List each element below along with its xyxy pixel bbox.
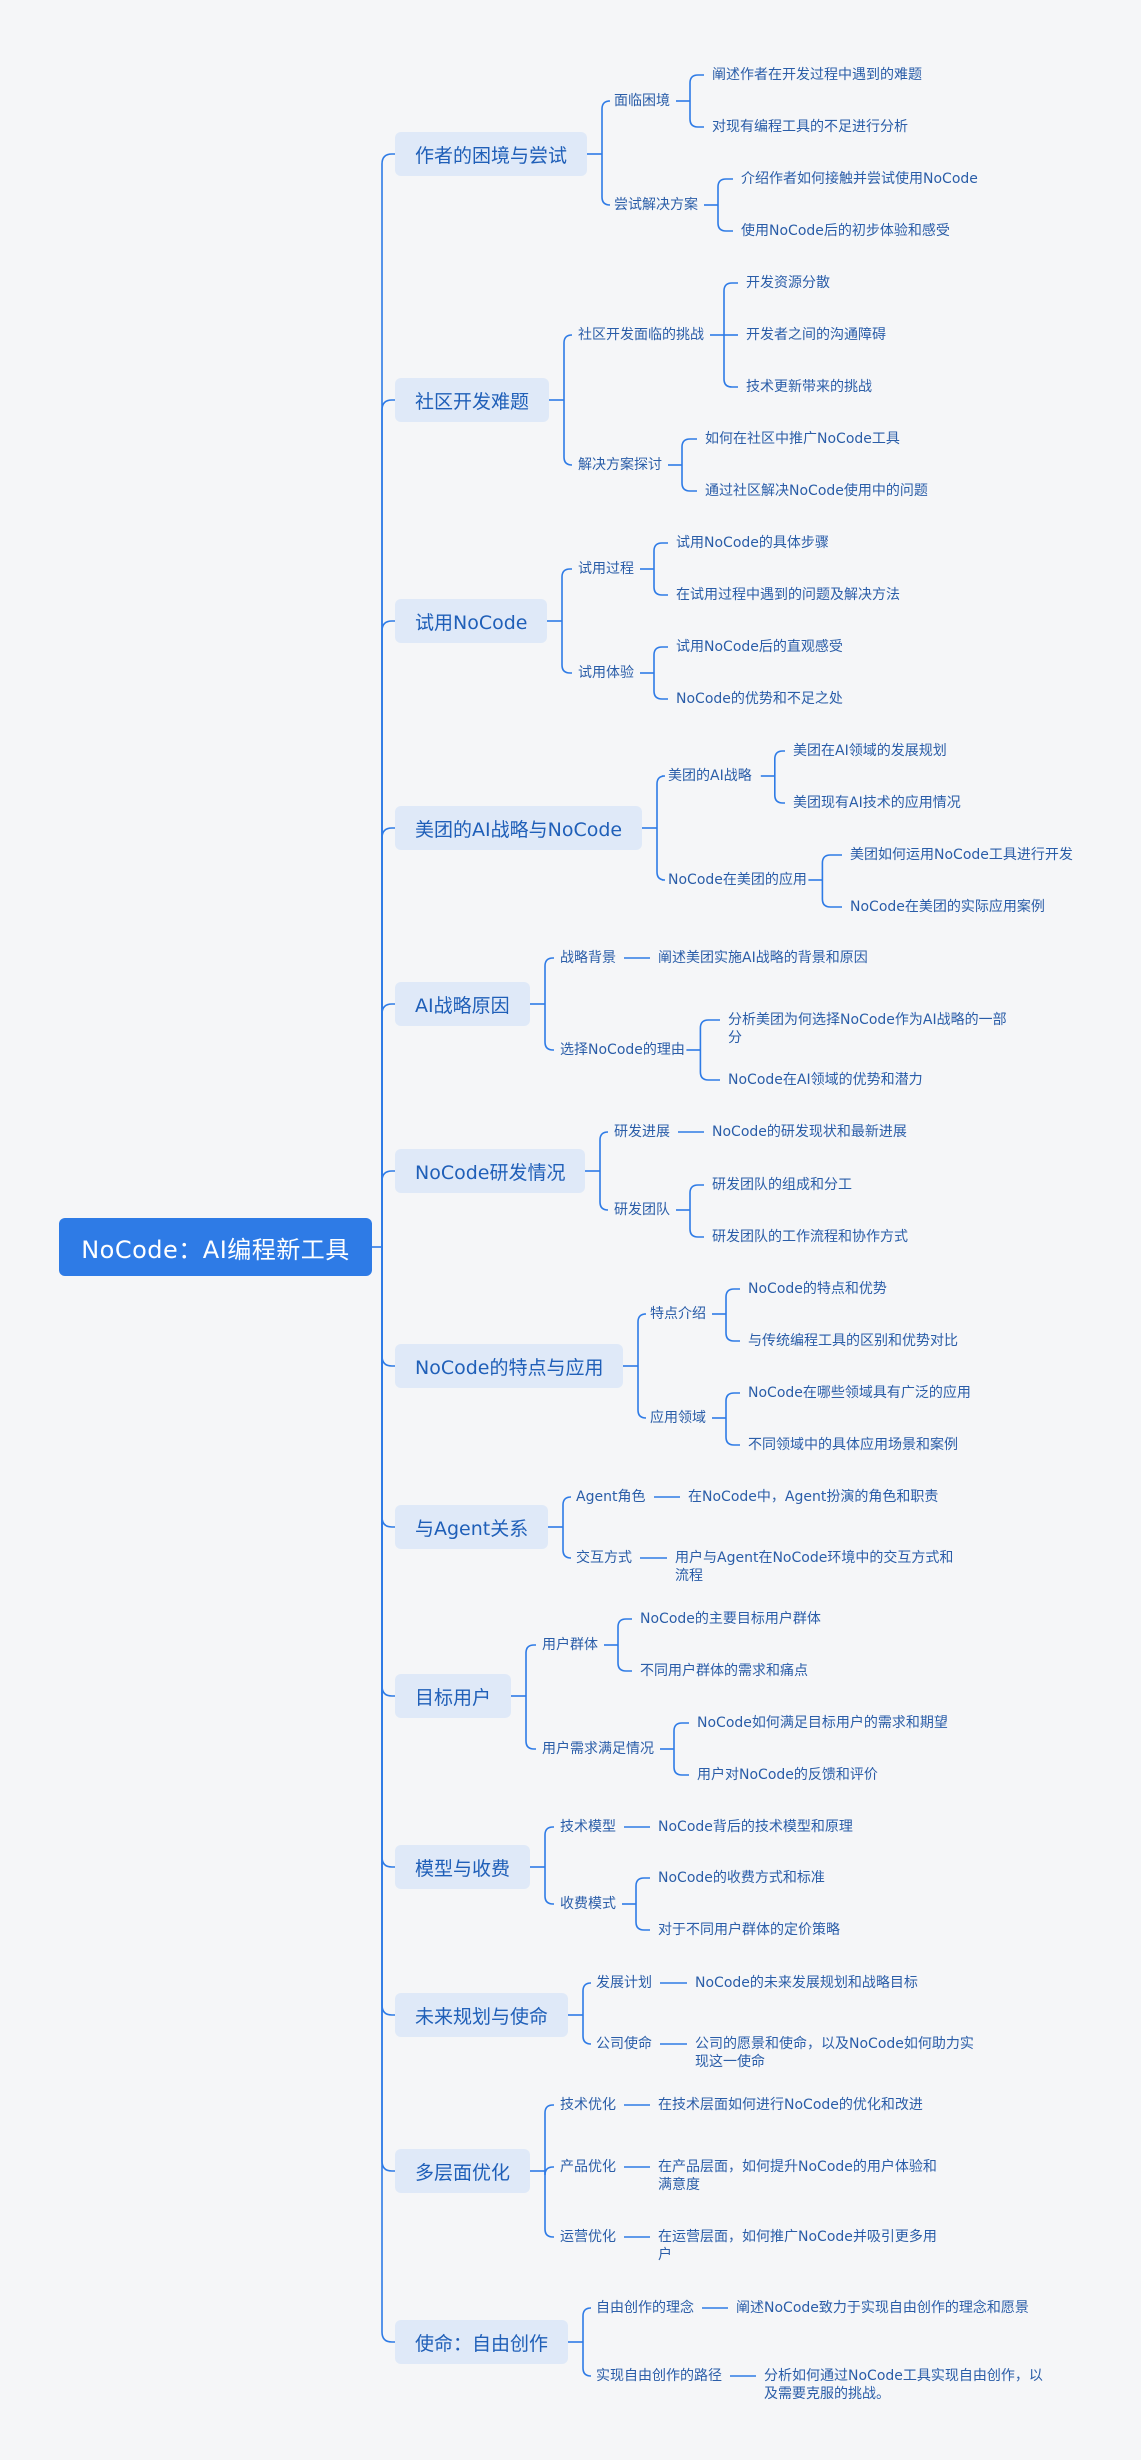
leaf-topic[interactable]: 阐述作者在开发过程中遇到的难题 <box>712 67 922 83</box>
leaf-topic[interactable]: 开发资源分散 <box>746 275 830 291</box>
branch-node[interactable]: NoCode研发情况 <box>395 1149 586 1193</box>
sub-topic[interactable]: 试用体验 <box>578 665 634 681</box>
leaf-topic[interactable]: NoCode在哪些领域具有广泛的应用 <box>748 1385 971 1401</box>
leaf-topic[interactable]: NoCode的收费方式和标准 <box>658 1870 825 1886</box>
sub-topic[interactable]: 面临困境 <box>614 93 670 109</box>
branch-node[interactable]: 多层面优化 <box>395 2149 531 2193</box>
sub-topic[interactable]: 研发进展 <box>614 1124 670 1140</box>
leaf-topic[interactable]: 研发团队的工作流程和协作方式 <box>712 1229 908 1245</box>
sub-topic[interactable]: 解决方案探讨 <box>578 457 662 473</box>
sub-topic[interactable]: 公司使命 <box>596 2036 652 2052</box>
leaf-topic[interactable]: 在NoCode中，Agent扮演的角色和职责 <box>688 1489 939 1505</box>
sub-topic[interactable]: 应用领域 <box>650 1410 706 1426</box>
leaf-topic[interactable]: 阐述NoCode致力于实现自由创作的理念和愿景 <box>736 2300 1029 2316</box>
leaf-topic[interactable]: 美团现有AI技术的应用情况 <box>793 795 961 811</box>
sub-topic[interactable]: 尝试解决方案 <box>614 197 698 213</box>
leaf-topic[interactable]: 阐述美团实施AI战略的背景和原因 <box>658 950 868 966</box>
leaf-topic[interactable]: 对现有编程工具的不足进行分析 <box>712 119 908 135</box>
leaf-topic[interactable]: 不同用户群体的需求和痛点 <box>640 1663 808 1679</box>
sub-topic[interactable]: 用户需求满足情况 <box>542 1741 654 1757</box>
leaf-topic[interactable]: 用户对NoCode的反馈和评价 <box>697 1767 878 1783</box>
sub-topic[interactable]: 美团的AI战略 <box>668 768 752 784</box>
leaf-topic[interactable]: 公司的愿景和使命，以及NoCode如何助力实现这一使命 <box>695 2036 974 2070</box>
sub-topic[interactable]: 收费模式 <box>560 1896 616 1912</box>
sub-topic[interactable]: 战略背景 <box>560 950 616 966</box>
leaf-topic[interactable]: 用户与Agent在NoCode环境中的交互方式和流程 <box>675 1550 954 1584</box>
leaf-topic[interactable]: NoCode的特点和优势 <box>748 1281 887 1297</box>
sub-topic[interactable]: 研发团队 <box>614 1202 670 1218</box>
leaf-topic[interactable]: 试用NoCode的具体步骤 <box>676 535 829 551</box>
leaf-topic[interactable]: NoCode在AI领域的优势和潜力 <box>728 1072 923 1088</box>
sub-topic[interactable]: 特点介绍 <box>650 1306 706 1322</box>
leaf-topic[interactable]: 开发者之间的沟通障碍 <box>746 327 886 343</box>
leaf-topic[interactable]: 在运营层面，如何推广NoCode并吸引更多用户 <box>658 2229 937 2263</box>
leaf-topic[interactable]: 美团在AI领域的发展规划 <box>793 743 947 759</box>
leaf-topic[interactable]: NoCode的优势和不足之处 <box>676 691 843 707</box>
leaf-topic[interactable]: 研发团队的组成和分工 <box>712 1177 852 1193</box>
leaf-topic[interactable]: 分析如何通过NoCode工具实现自由创作，以及需要克服的挑战。 <box>764 2368 1043 2402</box>
leaf-topic[interactable]: 与传统编程工具的区别和优势对比 <box>748 1333 958 1349</box>
sub-topic[interactable]: 发展计划 <box>596 1975 652 1991</box>
sub-topic[interactable]: 技术优化 <box>560 2097 616 2113</box>
sub-topic[interactable]: 实现自由创作的路径 <box>596 2368 722 2384</box>
branch-node[interactable]: AI战略原因 <box>395 982 530 1026</box>
sub-topic[interactable]: 交互方式 <box>576 1550 632 1566</box>
leaf-topic[interactable]: NoCode的未来发展规划和战略目标 <box>695 1975 918 1991</box>
sub-topic[interactable]: 用户群体 <box>542 1637 598 1653</box>
leaf-topic[interactable]: 在试用过程中遇到的问题及解决方法 <box>676 587 900 603</box>
leaf-topic[interactable]: 通过社区解决NoCode使用中的问题 <box>705 483 928 499</box>
leaf-topic[interactable]: 试用NoCode后的直观感受 <box>676 639 843 655</box>
leaf-topic[interactable]: NoCode背后的技术模型和原理 <box>658 1819 853 1835</box>
sub-topic[interactable]: NoCode在美团的应用 <box>668 872 807 888</box>
sub-topic[interactable]: 社区开发面临的挑战 <box>578 327 704 343</box>
leaf-topic[interactable]: 不同领域中的具体应用场景和案例 <box>748 1437 958 1453</box>
branch-node[interactable]: 使命：自由创作 <box>395 2320 569 2364</box>
sub-topic[interactable]: Agent角色 <box>576 1489 646 1505</box>
sub-topic[interactable]: 技术模型 <box>560 1819 616 1835</box>
sub-topic[interactable]: 运营优化 <box>560 2229 616 2245</box>
leaf-topic[interactable]: 技术更新带来的挑战 <box>746 379 872 395</box>
branch-node[interactable]: 作者的困境与尝试 <box>395 132 588 176</box>
leaf-topic[interactable]: 对于不同用户群体的定价策略 <box>658 1922 840 1938</box>
branch-node[interactable]: 模型与收费 <box>395 1845 531 1889</box>
leaf-topic[interactable]: 分析美团为何选择NoCode作为AI战略的一部分 <box>728 1012 1007 1046</box>
branch-node[interactable]: 目标用户 <box>395 1674 512 1718</box>
leaf-topic[interactable]: NoCode在美团的实际应用案例 <box>850 899 1045 915</box>
branch-node[interactable]: 与Agent关系 <box>395 1505 549 1549</box>
sub-topic[interactable]: 产品优化 <box>560 2159 616 2175</box>
leaf-topic[interactable]: 美团如何运用NoCode工具进行开发 <box>850 847 1073 863</box>
sub-topic[interactable]: 试用过程 <box>578 561 634 577</box>
leaf-topic[interactable]: 使用NoCode后的初步体验和感受 <box>741 223 950 239</box>
leaf-topic[interactable]: NoCode如何满足目标用户的需求和期望 <box>697 1715 948 1731</box>
branch-node[interactable]: NoCode的特点与应用 <box>395 1344 624 1388</box>
leaf-topic[interactable]: NoCode的研发现状和最新进展 <box>712 1124 907 1140</box>
branch-node[interactable]: 未来规划与使命 <box>395 1993 569 2037</box>
leaf-topic[interactable]: 介绍作者如何接触并尝试使用NoCode <box>741 171 978 187</box>
sub-topic[interactable]: 自由创作的理念 <box>596 2300 694 2316</box>
leaf-topic[interactable]: 在技术层面如何进行NoCode的优化和改进 <box>658 2097 923 2113</box>
leaf-topic[interactable]: 如何在社区中推广NoCode工具 <box>705 431 900 447</box>
sub-topic[interactable]: 选择NoCode的理由 <box>560 1042 685 1058</box>
root-node[interactable]: NoCode：AI编程新工具 <box>59 1218 372 1276</box>
leaf-topic[interactable]: NoCode的主要目标用户群体 <box>640 1611 821 1627</box>
leaf-topic[interactable]: 在产品层面，如何提升NoCode的用户体验和满意度 <box>658 2159 937 2193</box>
branch-node[interactable]: 社区开发难题 <box>395 378 550 422</box>
branch-node[interactable]: 试用NoCode <box>395 599 548 643</box>
branch-node[interactable]: 美团的AI战略与NoCode <box>395 806 643 850</box>
